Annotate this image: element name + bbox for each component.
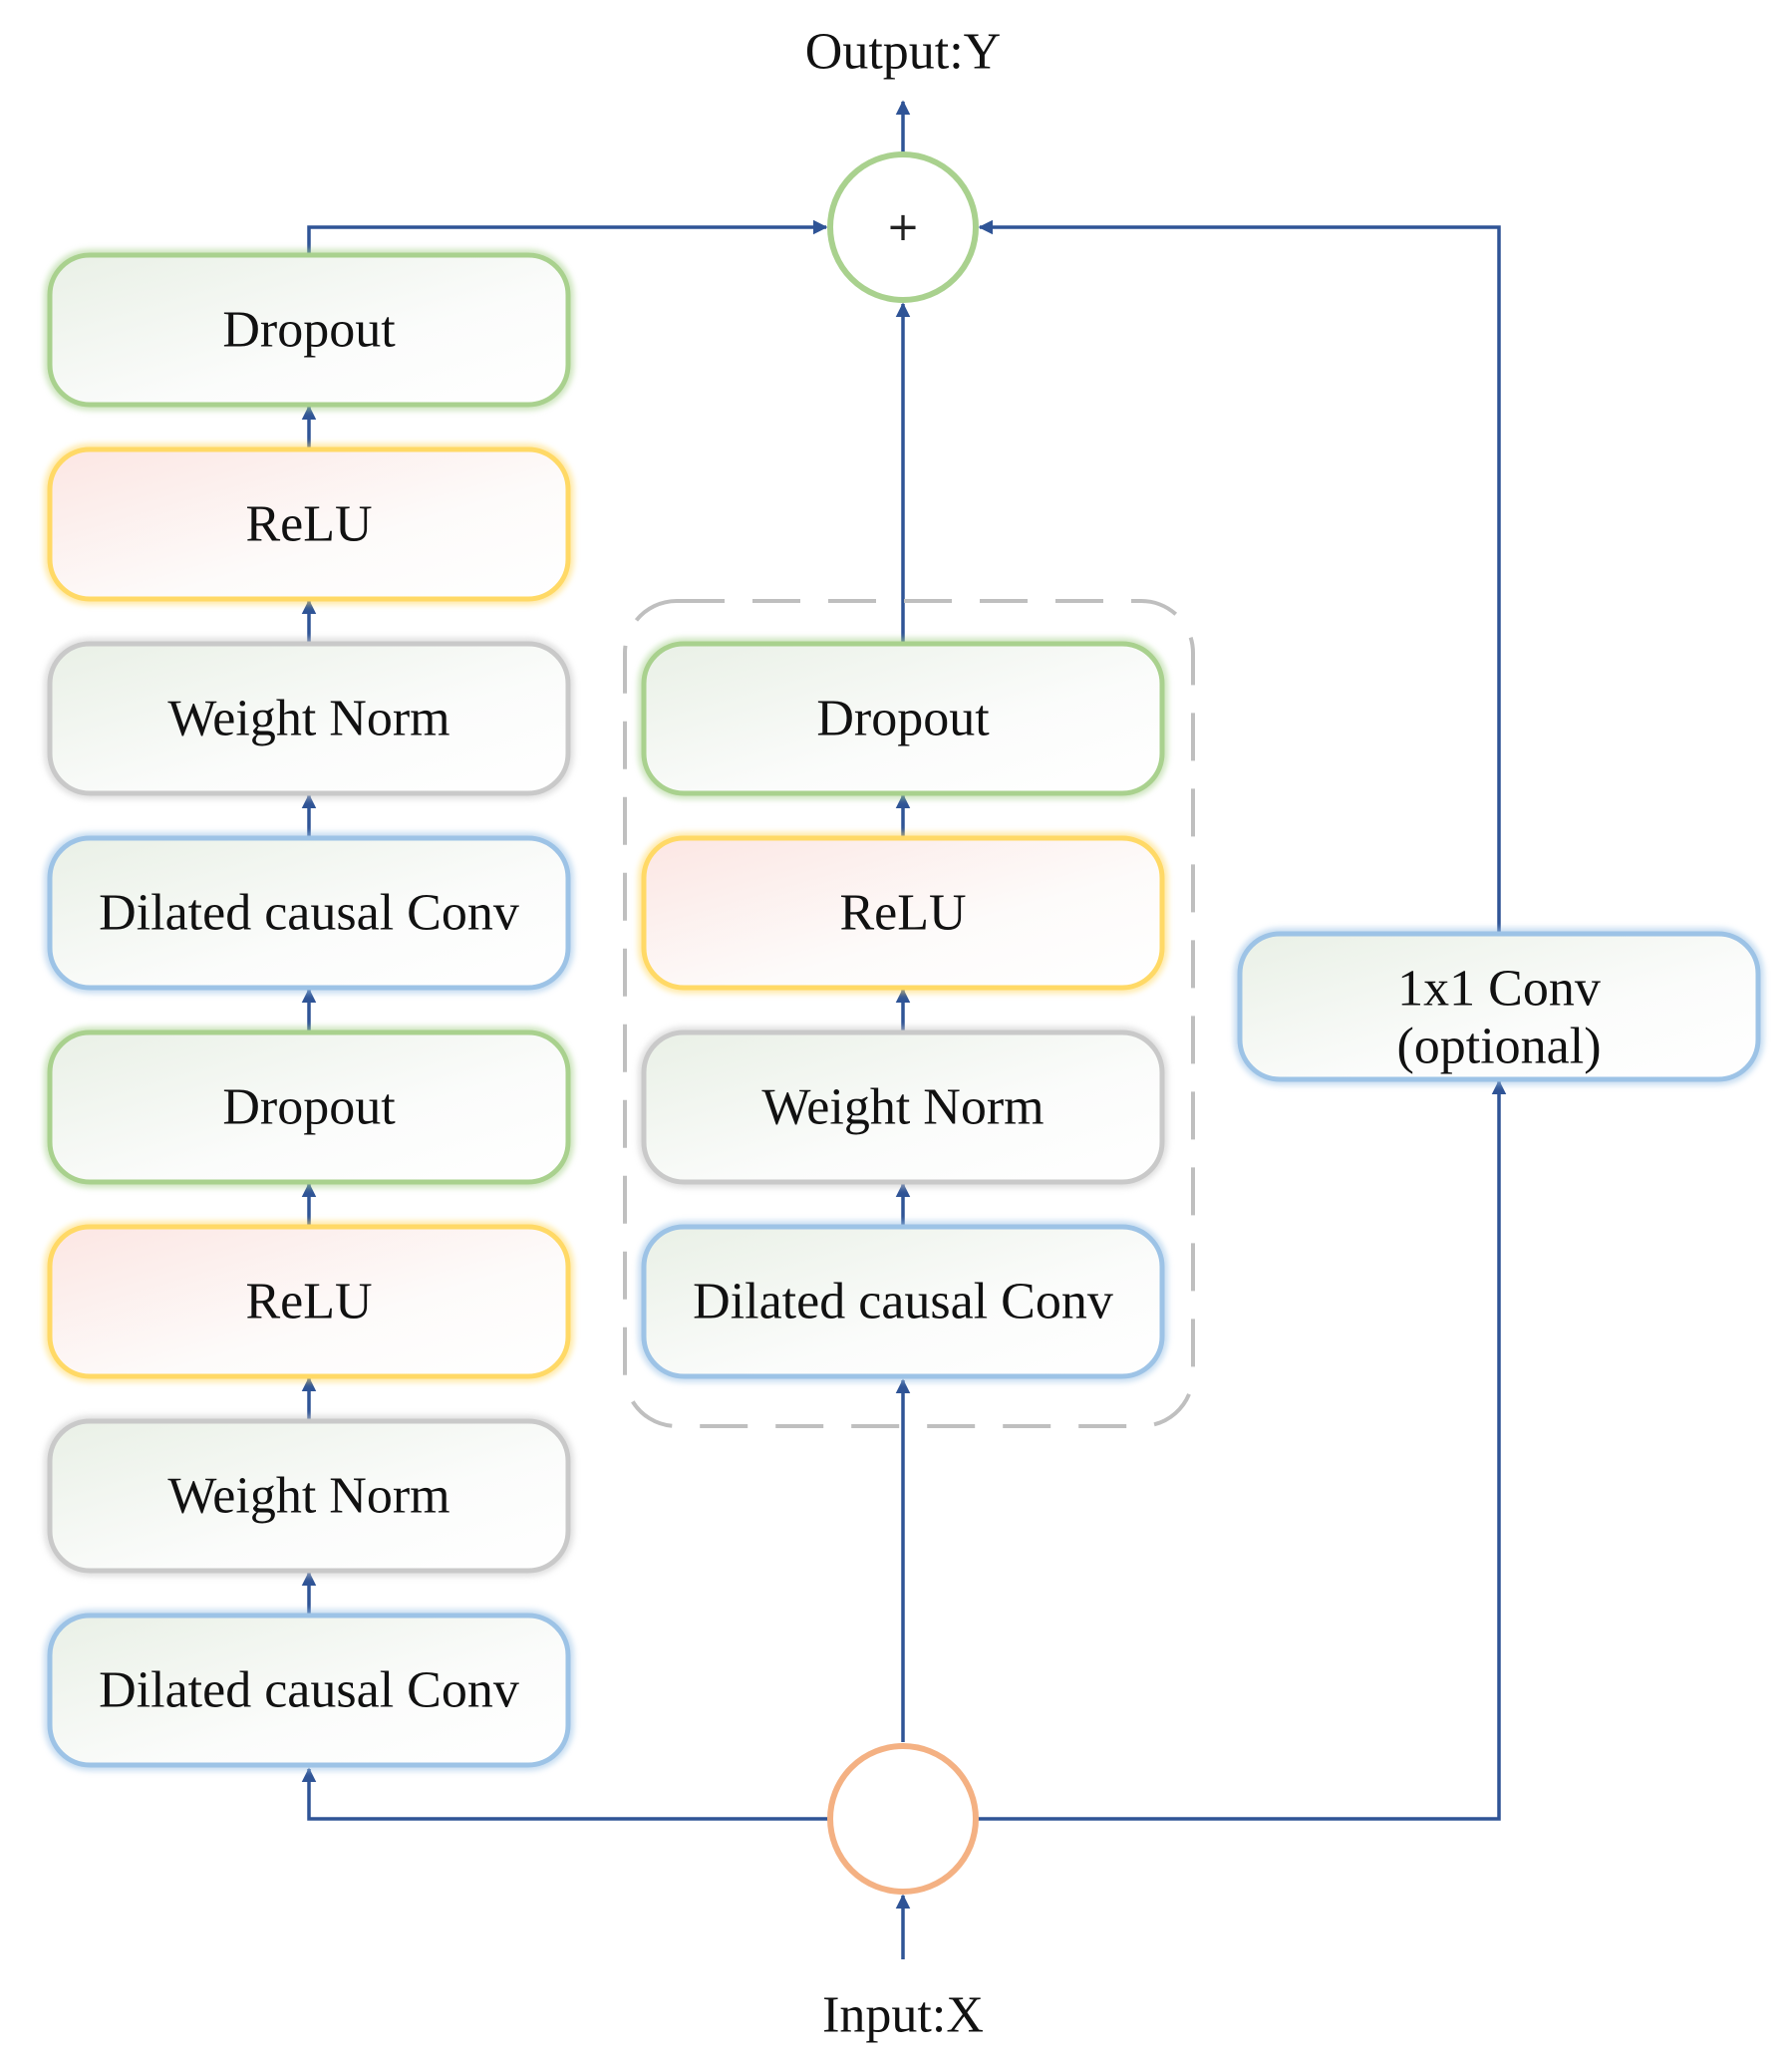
left_stack-box-label: Dilated causal Conv [99,885,519,942]
left_stack-box-relu-6: ReLU [44,1221,574,1382]
left_stack-box-label: Dropout [222,1079,396,1136]
sum-node: + [827,151,979,303]
left_stack-box-label: ReLU [245,496,372,553]
output-label: Output:Y [805,24,1001,81]
middle_stack-box-norm-3: Weight Norm [638,1027,1168,1188]
left_stack-box-dropout-5: Dropout [44,1027,574,1188]
arrow-left-stack-to-sum [307,219,828,255]
middle_stack-box-label: Weight Norm [761,1079,1044,1136]
left_stack-box-norm-7: Weight Norm [44,1415,574,1577]
left_stack-box-dropout-1: Dropout [44,249,574,411]
left_stack-box-label: Weight Norm [167,691,449,747]
input-label: Input:X [822,1987,984,2044]
left_stack-box-norm-3: Weight Norm [44,638,574,799]
middle_stack-box-label: Dropout [816,691,990,747]
repeated-block-group [623,599,1195,1428]
left_stack-box-label: ReLU [245,1274,372,1330]
connectors [301,100,1507,1959]
left_stack-box-conv-4: Dilated causal Conv [44,832,574,994]
shortcut-conv-label-line2: (optional) [1396,1019,1601,1075]
middle_stack-box-label: ReLU [839,885,966,942]
middle_stack-box-relu-2: ReLU [638,832,1168,994]
split-node [827,1743,979,1895]
shortcut-conv-label-line1: 1x1 Conv [1397,961,1601,1018]
left_stack-box-label: Dropout [222,302,396,359]
left_stack-box-conv-8: Dilated causal Conv [44,1610,574,1771]
arrow-split-to-left-stack [301,1767,828,1821]
shortcut-conv-box: 1x1 Conv (optional) [1234,928,1764,1085]
sum-symbol: + [886,204,920,250]
arrow-split-to-shortcut [978,1079,1507,1821]
middle_stack-box-dropout-1: Dropout [638,638,1168,799]
arrow-shortcut-to-sum [978,219,1501,932]
left_stack-box-label: Weight Norm [167,1468,449,1525]
middle_stack-box-conv-4: Dilated causal Conv [638,1221,1168,1382]
left_stack-box-relu-2: ReLU [44,443,574,605]
middle_stack-box-label: Dilated causal Conv [693,1274,1113,1330]
left_stack-box-label: Dilated causal Conv [99,1662,519,1719]
